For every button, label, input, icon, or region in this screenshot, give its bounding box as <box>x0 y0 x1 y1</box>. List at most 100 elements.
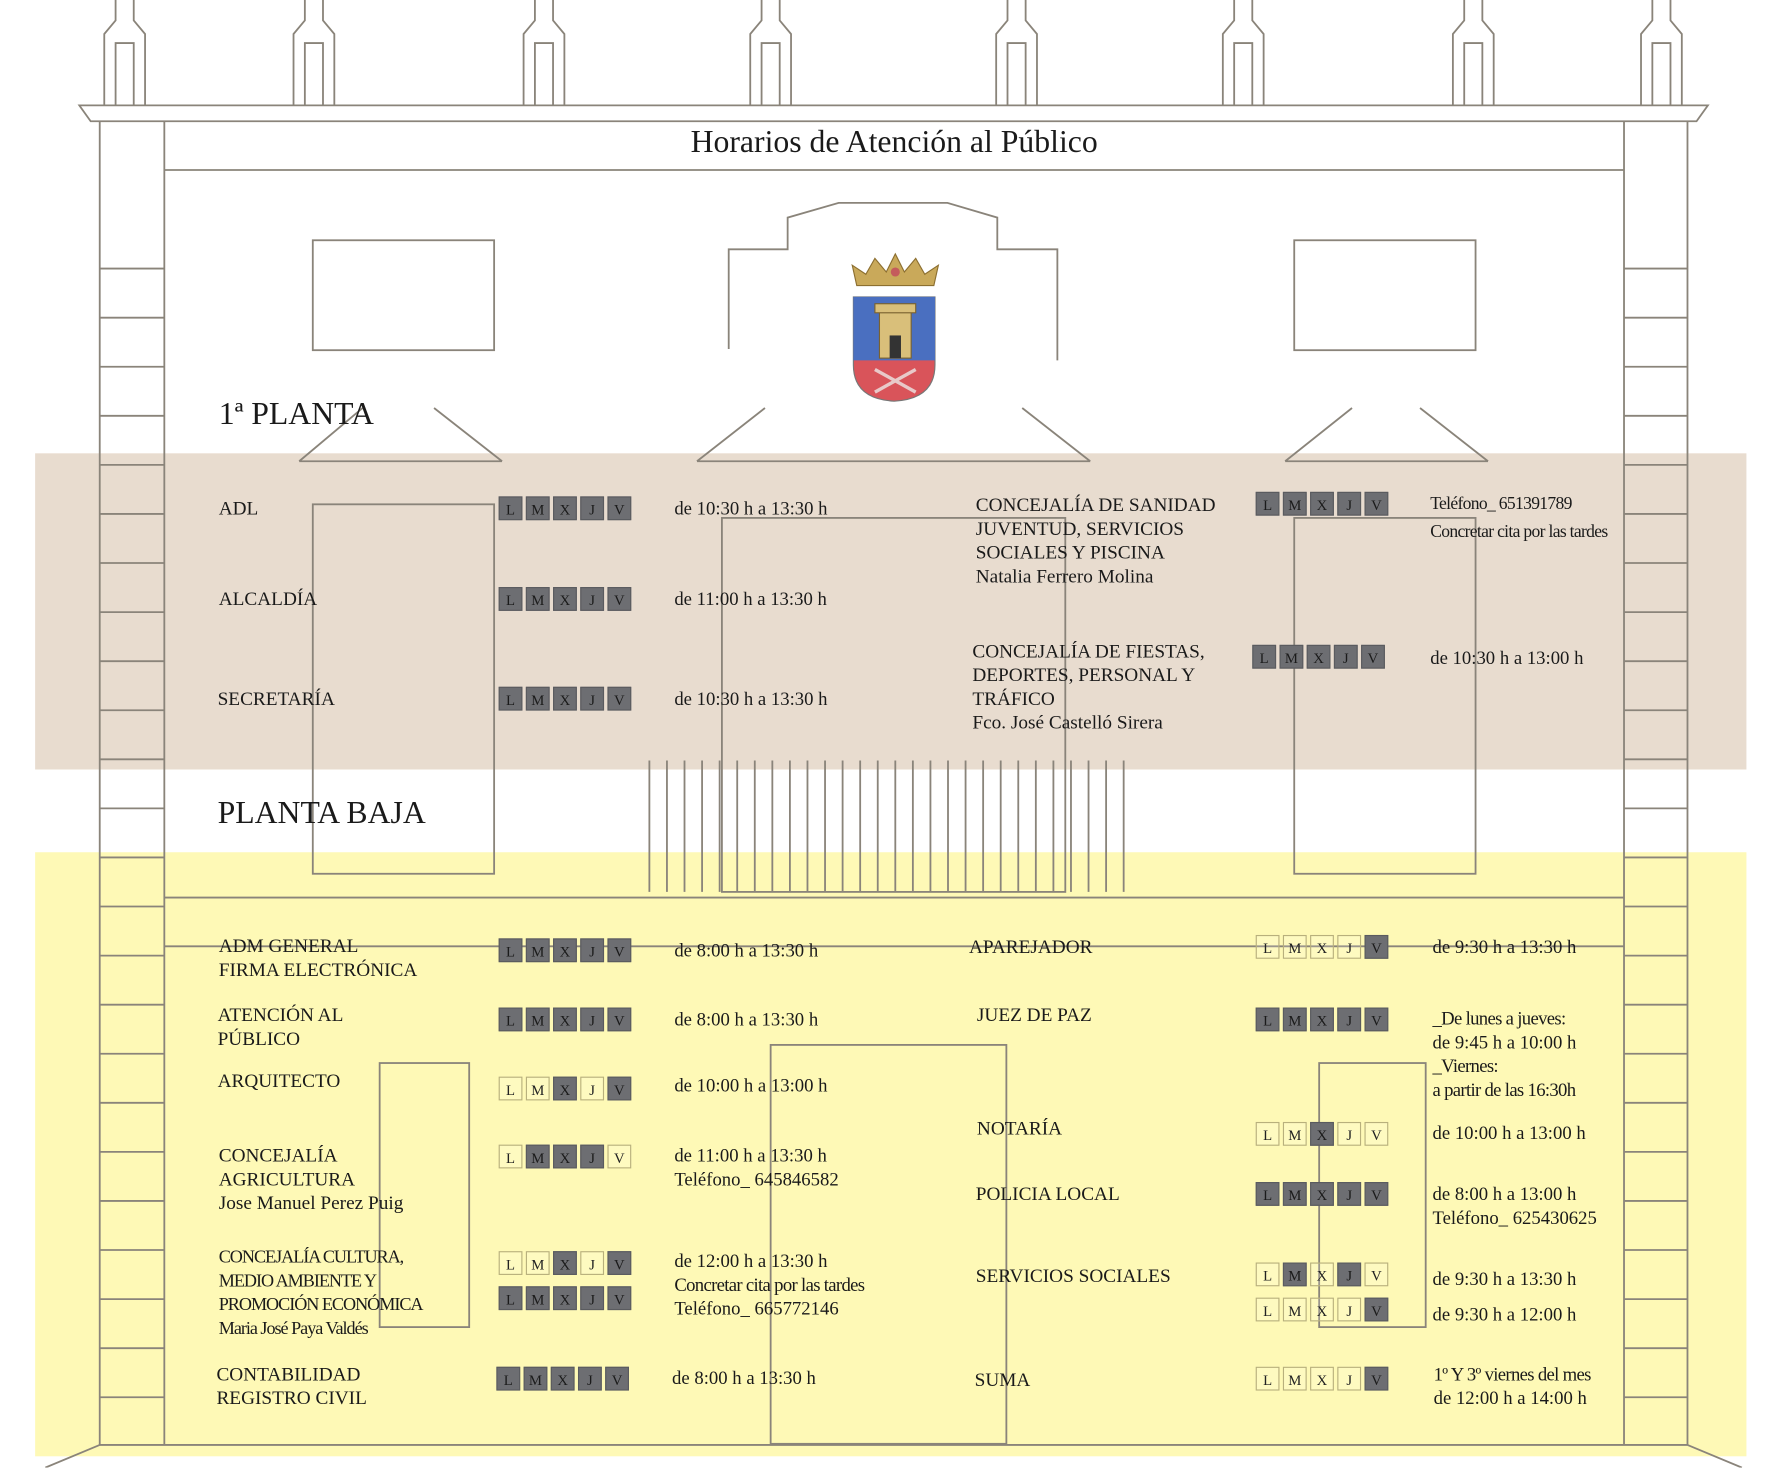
office-name-aparejador: APAREJADOR <box>969 935 1092 959</box>
day-box-M-closed: M <box>525 1251 550 1275</box>
hours-line: de 12:00 h a 13:30 h <box>674 1250 828 1272</box>
hours-line: de 8:00 h a 13:30 h <box>674 939 819 962</box>
main-door <box>769 1043 1008 1445</box>
office-name-line: ARQUITECTO <box>217 1069 341 1092</box>
day-box-X-open: X <box>553 1144 577 1169</box>
day-box-X-open: X <box>1310 491 1334 516</box>
hours-line: de 10:30 h a 13:30 h <box>674 687 828 710</box>
day-box-J-open: J <box>580 496 605 521</box>
window <box>1293 239 1477 352</box>
pinnacle <box>749 0 792 106</box>
office-name-line: POLICIA LOCAL <box>975 1183 1120 1205</box>
day-box-J-open: J <box>580 1286 605 1311</box>
day-box-V-open: V <box>605 1366 629 1391</box>
pediment <box>1284 407 1489 463</box>
day-box-V-open: V <box>607 938 632 963</box>
hours-line: Concretar cita por las tardes <box>1430 522 1608 542</box>
day-box-M-open: M <box>1282 1007 1307 1032</box>
day-box-V-open: V <box>607 1076 632 1101</box>
day-box-J-open: J <box>580 1144 605 1169</box>
day-box-X-open: X <box>553 496 577 521</box>
day-box-M-open: M <box>525 1144 550 1169</box>
day-box-L-open: L <box>1255 1182 1280 1206</box>
day-box-J-closed: J <box>580 1251 605 1275</box>
office-name-line: ADL <box>218 497 259 520</box>
office-name-line: Natalia Ferrero Molina <box>975 565 1154 588</box>
office-hours-alcaldia: de 11:00 h a 13:30 h <box>674 587 827 611</box>
hours-line: 1º Y 3º viernes del mes <box>1433 1363 1592 1385</box>
hours-line: de 9:30 h a 12:00 h <box>1432 1303 1577 1325</box>
office-name-secretaria: SECRETARÍA <box>218 687 335 711</box>
office-name-notaria: NOTARÍA <box>977 1116 1062 1140</box>
office-name-line: SOCIALES Y PISCINA <box>975 541 1165 564</box>
day-box-X-closed: X <box>1310 934 1334 959</box>
hours-line: de 12:00 h a 14:00 h <box>1433 1387 1587 1409</box>
day-box-J-open: J <box>577 1366 602 1391</box>
day-box-M-open: M <box>1282 1182 1307 1206</box>
day-box-J-open: J <box>580 1007 605 1032</box>
office-hours-contabilidad: de 8:00 h a 13:30 h <box>672 1366 816 1390</box>
office-name-line: Jose Manuel Perez Puig <box>218 1192 404 1214</box>
hours-line: de 8:00 h a 13:30 h <box>674 1008 819 1031</box>
day-box-J-open: J <box>1337 1262 1362 1287</box>
day-box-V-open: V <box>1364 1182 1389 1206</box>
day-box-J-open: J <box>580 938 605 963</box>
hours-line: de 9:45 h a 10:00 h <box>1432 1031 1577 1053</box>
day-box-V-closed: V <box>607 1144 632 1169</box>
office-name-juez: JUEZ DE PAZ <box>977 1003 1092 1027</box>
office-hours-servicios-sociales: de 9:30 h a 13:30 h de 9:30 h a 12:00 h <box>1432 1261 1576 1331</box>
day-box-V-open: V <box>607 686 632 711</box>
office-name-servicios-sociales: SERVICIOS SOCIALES <box>976 1264 1171 1288</box>
office-hours-atencion: de 8:00 h a 13:30 h <box>674 1008 818 1032</box>
coat-of-arms <box>851 252 940 402</box>
office-name-line: FIRMA ELECTRÓNICA <box>218 958 418 981</box>
office-name-line: SERVICIOS SOCIALES <box>975 1264 1171 1287</box>
day-box-J-closed: J <box>1337 1366 1362 1391</box>
day-box-L-closed: L <box>1255 1121 1280 1146</box>
balcony-door <box>721 517 1067 893</box>
office-name-line: NOTARÍA <box>976 1117 1063 1139</box>
office-name-line: CONCEJALÍA <box>218 1144 338 1167</box>
office-hours-adl: de 10:30 h a 13:30 h <box>674 496 827 520</box>
office-name-line: ALCALDÍA <box>218 588 318 610</box>
day-box-J-closed: J <box>1337 1121 1362 1146</box>
pinnacle <box>522 0 566 106</box>
day-box-X-open: X <box>553 1007 577 1032</box>
day-box-V-open: V <box>1364 1007 1389 1032</box>
office-hours-secretaria: de 10:30 h a 13:30 h <box>674 687 827 711</box>
day-box-V-open: V <box>1361 644 1385 669</box>
day-box-X-open: X <box>550 1366 575 1391</box>
day-box-L-open: L <box>496 1366 521 1391</box>
day-box-J-open: J <box>1337 1007 1362 1032</box>
window <box>311 239 496 352</box>
pinnacle <box>103 0 146 106</box>
cornice <box>77 104 1710 123</box>
day-box-L-open: L <box>498 686 523 711</box>
office-name-line: JUVENTUD, SERVICIOS <box>975 517 1185 540</box>
day-box-V-closed: V <box>1364 1121 1389 1146</box>
day-box-V-open: V <box>1364 491 1389 516</box>
office-hours-fiestas: de 10:30 h a 13:00 h <box>1430 646 1583 670</box>
office-name-line: APAREJADOR <box>968 936 1093 958</box>
hours-line: de 9:30 h a 13:30 h <box>1432 1268 1577 1290</box>
